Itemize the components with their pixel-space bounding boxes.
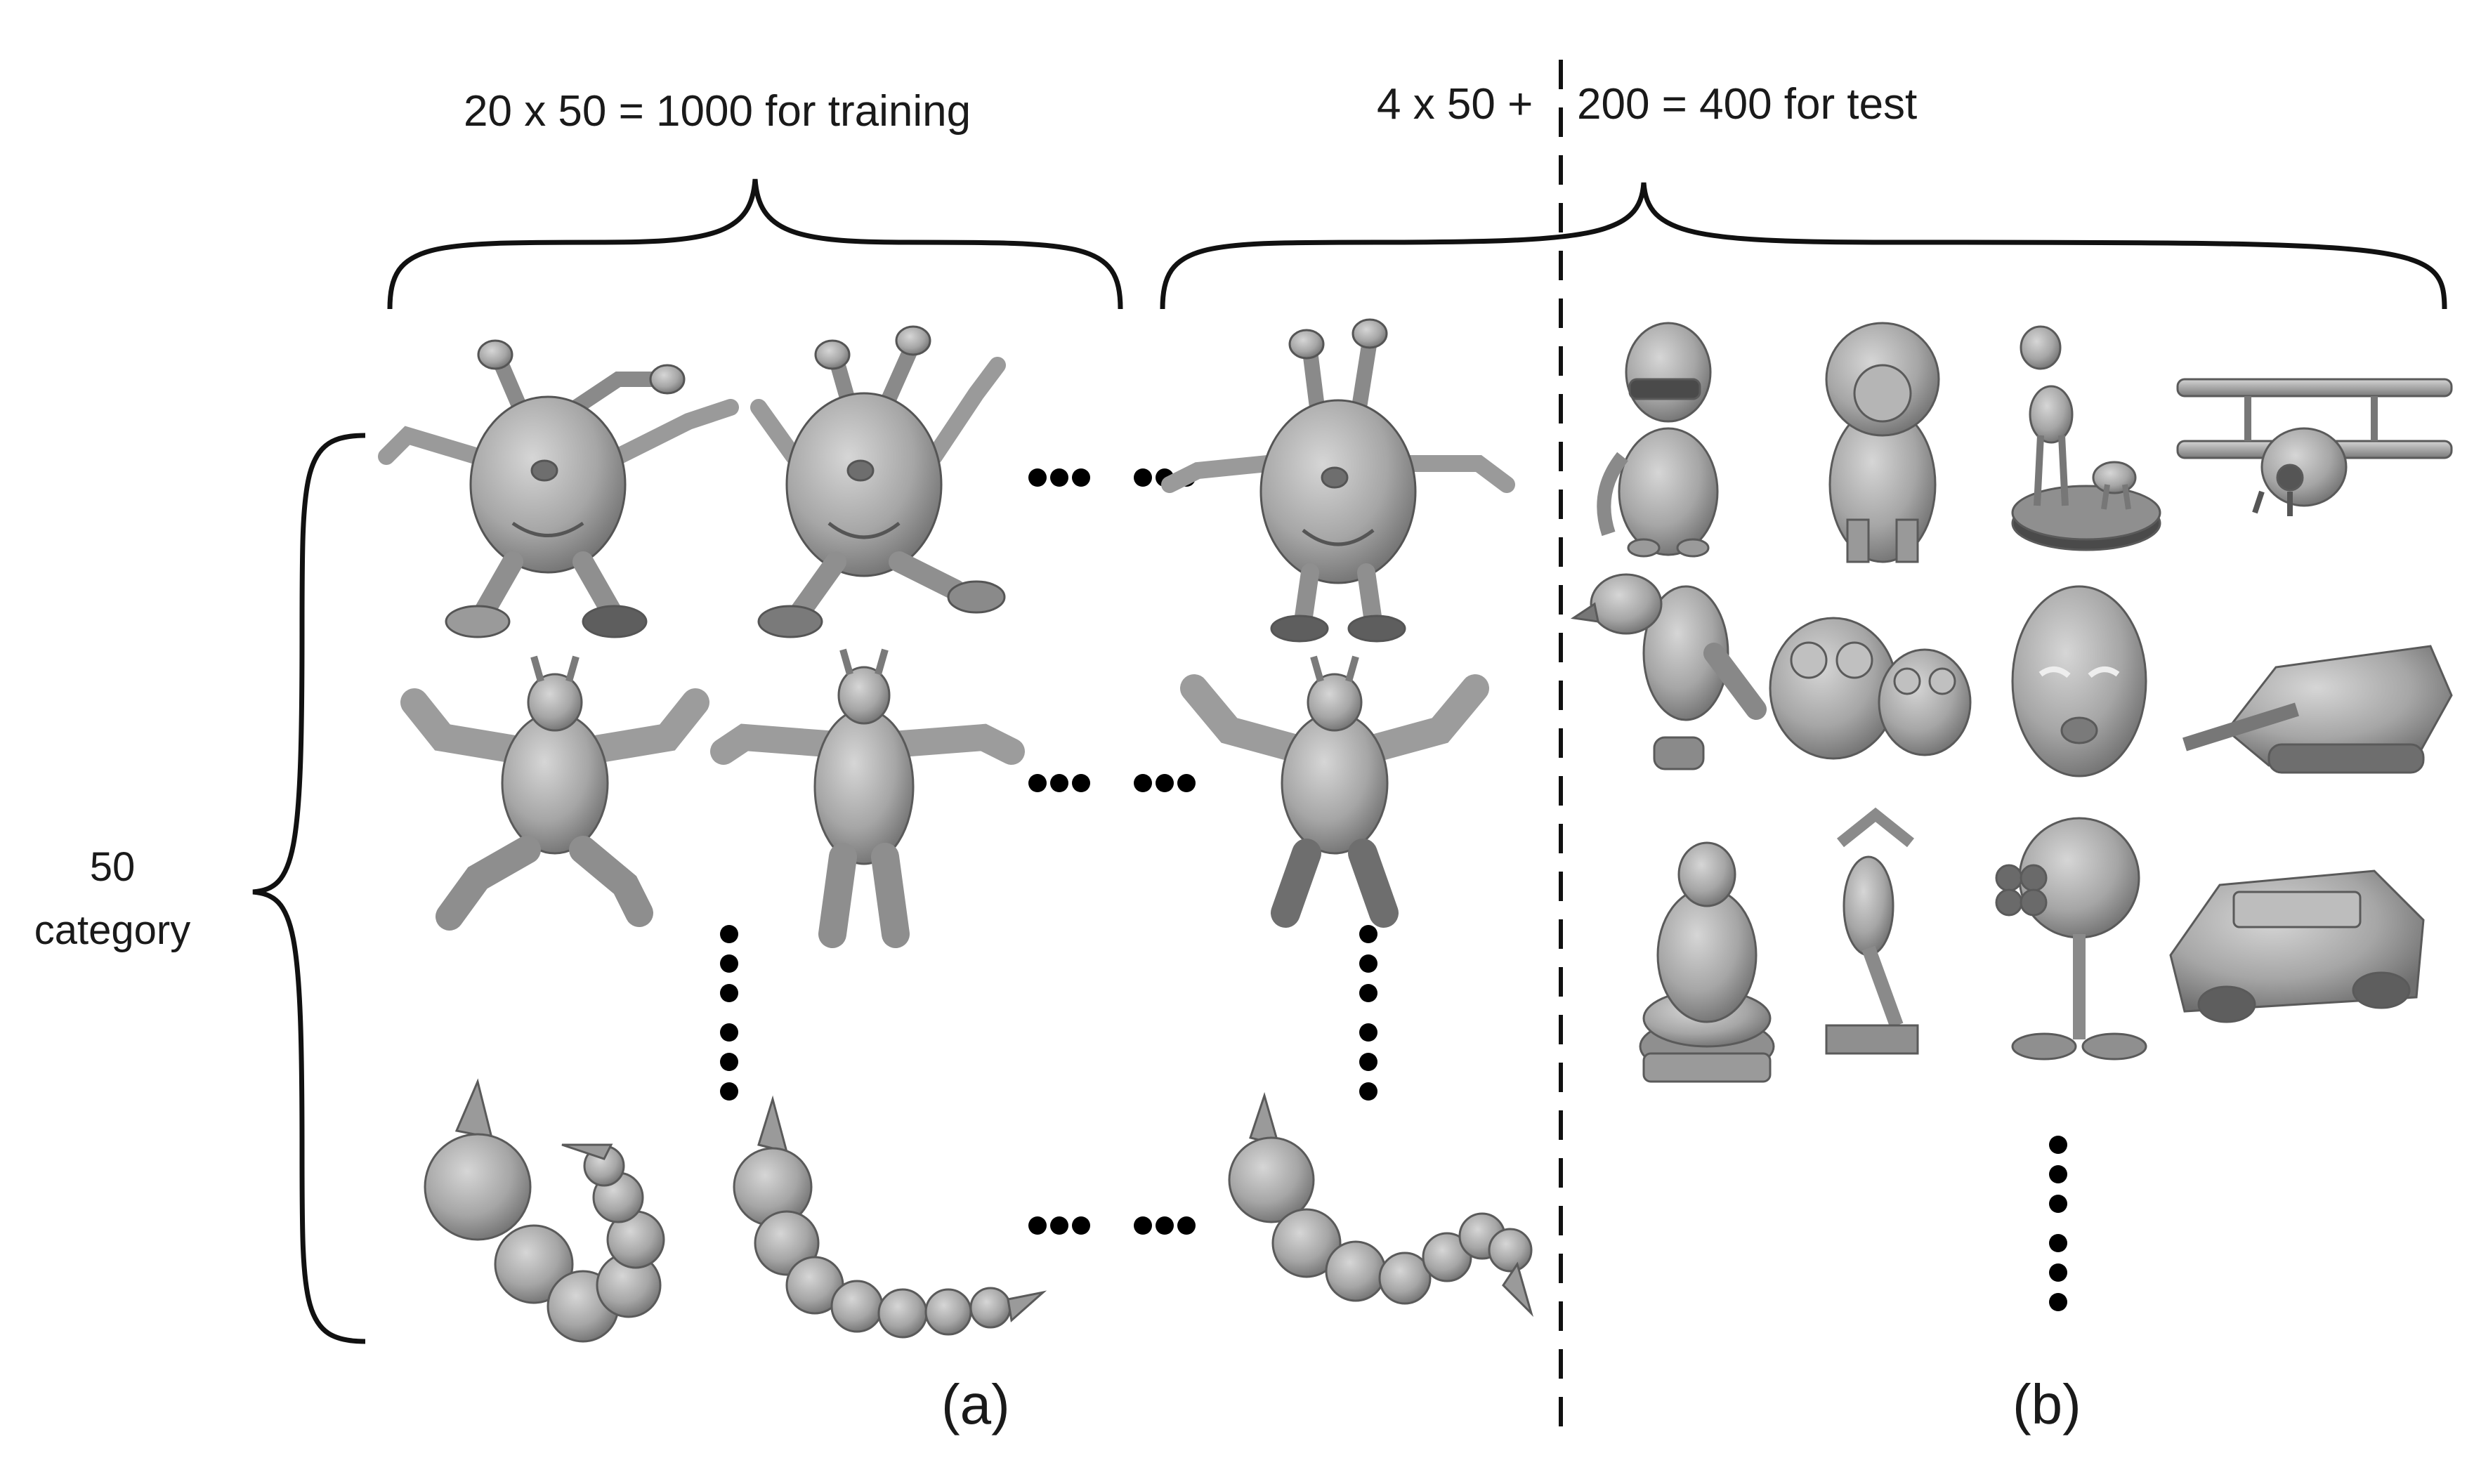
model-biplane: [2176, 378, 2453, 516]
model-owls: [1769, 617, 1972, 760]
model-humanoid-2: [710, 648, 1025, 948]
model-alien-3: [1161, 318, 1515, 643]
column-ellipsis-left: [720, 925, 738, 1101]
test-brace: [1160, 182, 2447, 310]
model-peashooter-plant: [1995, 817, 2147, 1061]
row-ellipsis-2: [1028, 774, 1196, 792]
model-worm-1: [424, 1078, 665, 1343]
model-humanoid-3: [1180, 655, 1489, 928]
model-buddha-statue: [1639, 841, 1775, 1083]
column-ellipsis-right: [1359, 925, 1377, 1101]
model-alien-1: [378, 339, 739, 638]
model-face-mask: [2011, 585, 2147, 777]
model-crow: [1570, 573, 1767, 770]
model-worm-2: [733, 1095, 1047, 1339]
model-deer-statue: [2011, 325, 2161, 551]
model-duck-creature: [1597, 322, 1719, 558]
category-count-number: 50: [89, 844, 136, 890]
category-count-word: category: [34, 907, 191, 953]
test-count-label-part1: 4 x 50 +: [1377, 80, 1533, 129]
category-count-label: 50 category: [21, 836, 204, 962]
test-count-label-part2: 200 = 400 for test: [1577, 80, 1918, 129]
model-alien-2: [750, 325, 1006, 638]
training-count-label: 20 x 50 = 1000 for training: [464, 87, 971, 136]
category-brace: [252, 433, 366, 1344]
model-dancer-statue: [1825, 807, 1919, 1055]
model-lion: [1825, 322, 1940, 563]
model-humanoid-1: [400, 655, 709, 931]
panel-a-caption: (a): [941, 1373, 1010, 1436]
model-car: [2169, 869, 2425, 1023]
row-ellipsis-3: [1028, 1216, 1196, 1235]
panel-b-caption: (b): [2012, 1373, 2081, 1436]
training-brace: [387, 178, 1123, 310]
model-worm-3: [1228, 1091, 1534, 1318]
column-ellipsis-test: [2049, 1136, 2067, 1311]
model-tank: [2182, 645, 2453, 774]
